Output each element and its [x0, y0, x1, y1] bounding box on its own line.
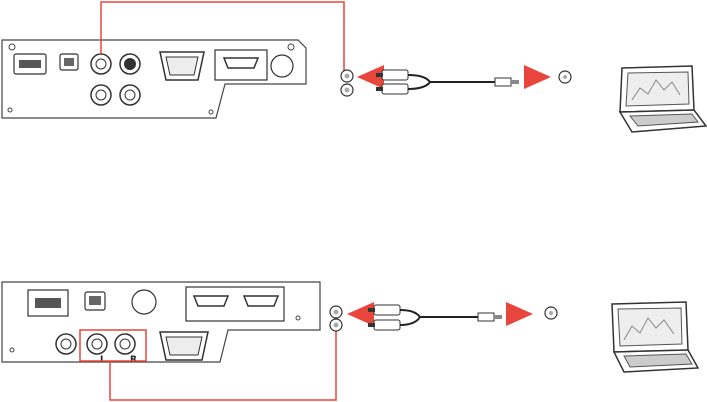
vga-port-icon: [160, 332, 208, 360]
left-channel-label: L: [100, 355, 106, 365]
usb-b-port-icon: [85, 292, 105, 310]
speaker-grille-icon: [271, 55, 293, 77]
vga-port-icon: [160, 52, 204, 80]
mini-jack-plug-icon: [495, 78, 519, 86]
usb-a-port-icon: [14, 54, 46, 74]
audio-cable: [400, 310, 485, 325]
hdmi-port-icon: [186, 287, 284, 321]
speaker-grille-icon: [132, 290, 156, 314]
usb-a-port-icon: [28, 290, 68, 316]
rca-plug-icon: [368, 320, 400, 330]
rca-plug-icon: [368, 305, 400, 315]
rca-plug-icon: [376, 84, 408, 94]
top-diagram: [2, 2, 706, 132]
hdmi-port-icon: [215, 50, 267, 80]
usb-b-port-icon: [60, 54, 78, 70]
right-channel-label: R: [130, 355, 137, 365]
bottom-diagram: L R: [2, 282, 698, 400]
laptop-icon: [612, 302, 698, 372]
projector-panel-bottom: L R: [2, 282, 320, 365]
mini-jack-plug-icon: [478, 313, 502, 321]
laptop-icon: [620, 66, 706, 132]
projector-panel-top: [2, 40, 306, 118]
audio-cable: [408, 75, 508, 89]
